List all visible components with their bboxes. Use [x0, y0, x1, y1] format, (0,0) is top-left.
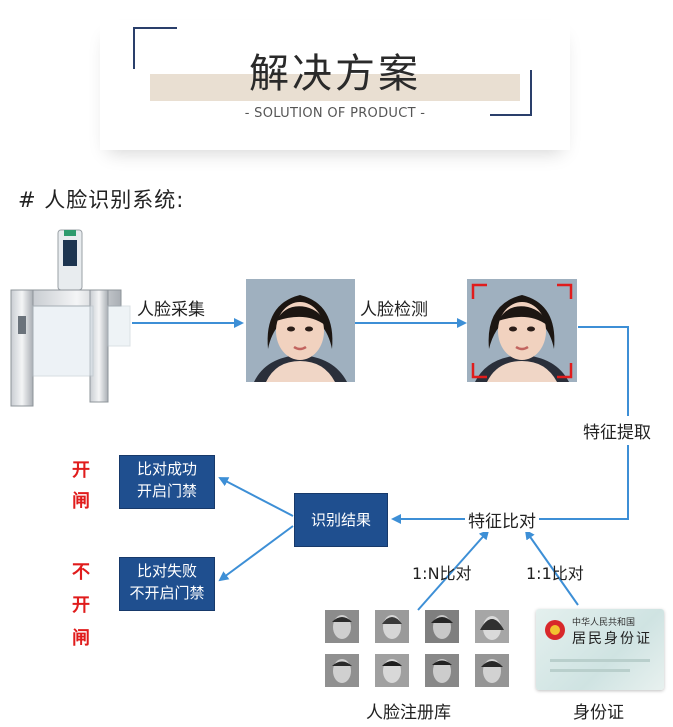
face-db-thumb: [375, 654, 409, 687]
success-line-2: 开启门禁: [136, 482, 197, 500]
face-db-thumb: [475, 610, 509, 643]
no-gate-char-3: 闸: [72, 628, 90, 649]
face-db-thumb: [325, 654, 359, 687]
id-card-country: 中华人民共和国: [572, 618, 636, 628]
face-db-thumb: [375, 610, 409, 643]
detect-label: 人脸检测: [360, 300, 428, 320]
id-card-line: [550, 659, 650, 662]
id-card-title: 居民身份证: [572, 631, 652, 647]
arrow-fail: [218, 525, 294, 582]
title-band: [150, 74, 520, 101]
one-to-one-label: 1:1比对: [526, 564, 584, 583]
id-card-line: [550, 669, 630, 672]
face-db-thumb: [325, 610, 359, 643]
arrow-1n: [417, 529, 490, 611]
capture-label: 人脸采集: [137, 300, 205, 320]
face-database-grid: [325, 610, 521, 688]
page-title: 解决方案: [249, 51, 421, 97]
arrow-success: [218, 477, 294, 517]
face-db-thumb: [425, 654, 459, 687]
face-db-label: 人脸注册库: [366, 703, 451, 723]
no-gate-char-2: 开: [72, 595, 90, 616]
bracket-bottom-right: [490, 70, 532, 116]
success-box: 比对成功 开启门禁: [119, 455, 215, 509]
compare-label: 特征比对: [465, 507, 539, 532]
bracket-top-left: [133, 27, 177, 69]
detected-face-photo: [467, 279, 577, 382]
national-emblem-icon: [545, 620, 565, 640]
success-line-1: 比对成功: [136, 460, 197, 478]
one-to-n-label: 1:N比对: [412, 564, 472, 583]
section-title: # 人脸识别系统:: [18, 188, 185, 212]
no-gate-char-1: 不: [72, 562, 90, 583]
captured-face-photo: [246, 279, 355, 382]
face-db-thumb: [475, 654, 509, 687]
open-gate-char-1: 开: [72, 460, 90, 481]
arrow-11: [524, 529, 579, 606]
fail-box: 比对失败 不开启门禁: [119, 557, 215, 611]
page-subtitle: - SOLUTION OF PRODUCT -: [244, 106, 426, 121]
turnstile-gate-icon: [10, 229, 131, 407]
extract-label: 特征提取: [583, 416, 651, 445]
fail-line-2: 不开启门禁: [129, 584, 205, 602]
result-box: 识别结果: [294, 493, 388, 547]
face-db-thumb: [425, 610, 459, 643]
fail-line-1: 比对失败: [136, 562, 197, 580]
id-card-image: 中华人民共和国 居民身份证: [536, 609, 664, 690]
open-gate-char-2: 闸: [72, 491, 90, 512]
id-card-label: 身份证: [573, 703, 624, 723]
